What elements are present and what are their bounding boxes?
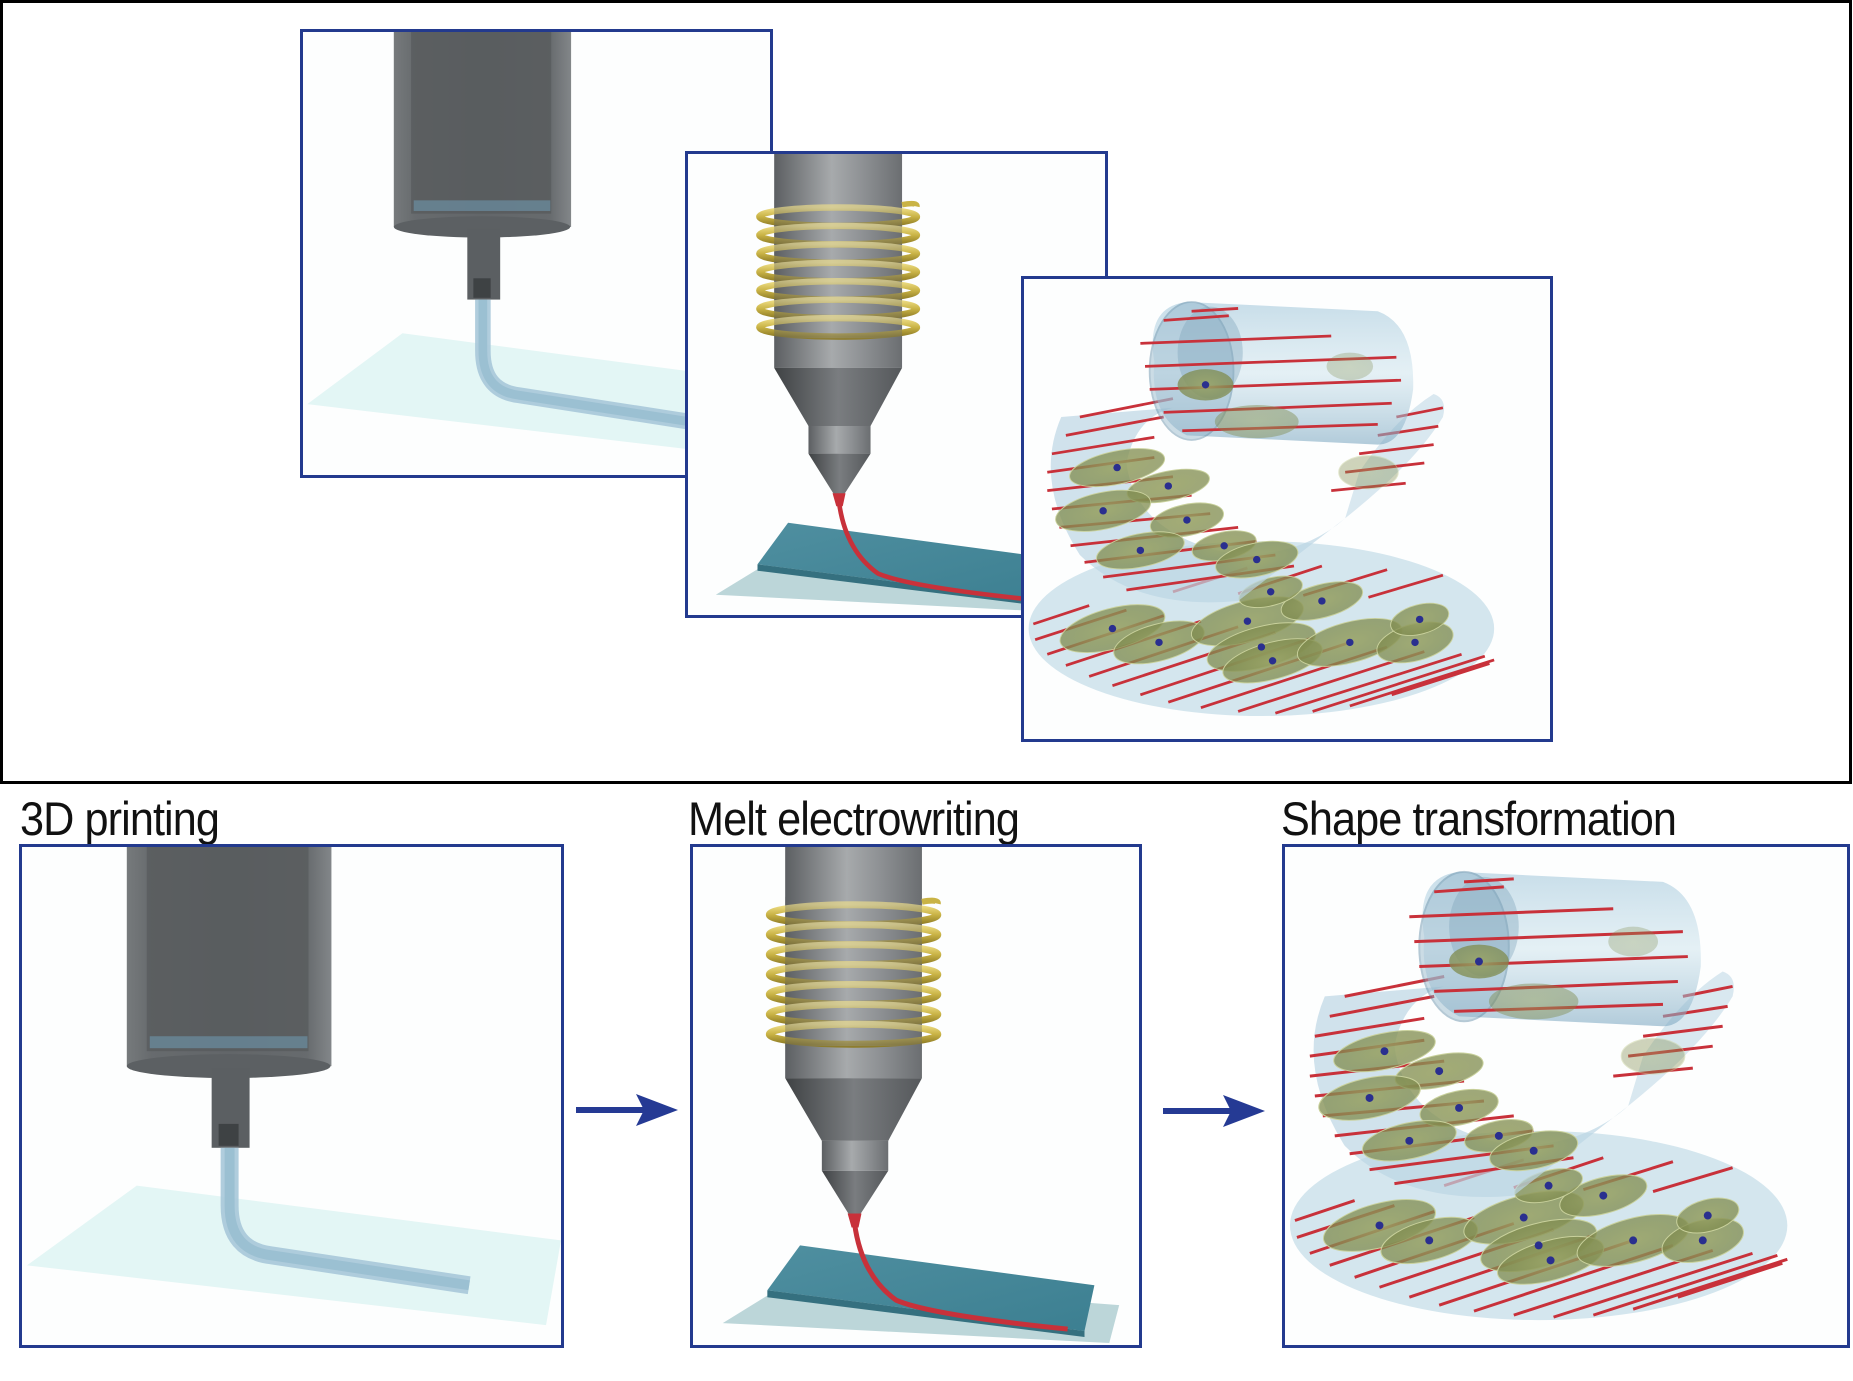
- step-panel-shape-transformation: [1282, 844, 1850, 1348]
- rolled-scaffold-illustration: [1024, 279, 1550, 739]
- step-label-3d-printing: 3D printing: [20, 792, 220, 845]
- arrow-right-icon: [1163, 1095, 1265, 1127]
- rolled-scaffold-illustration: [1285, 847, 1847, 1345]
- syringe-nozzle-illustration: [22, 847, 561, 1345]
- step-label-shape-transformation: Shape transformation: [1281, 792, 1677, 845]
- overview-panel-shape-transformation: [1021, 276, 1553, 742]
- step-label-melt-electrowriting: Melt electrowriting: [688, 792, 1020, 845]
- step-panel-3d-printing: [19, 844, 564, 1348]
- step-panel-melt-electrowriting: [690, 844, 1142, 1348]
- arrow-right-icon: [576, 1094, 678, 1126]
- coil-nozzle-illustration: [693, 847, 1139, 1345]
